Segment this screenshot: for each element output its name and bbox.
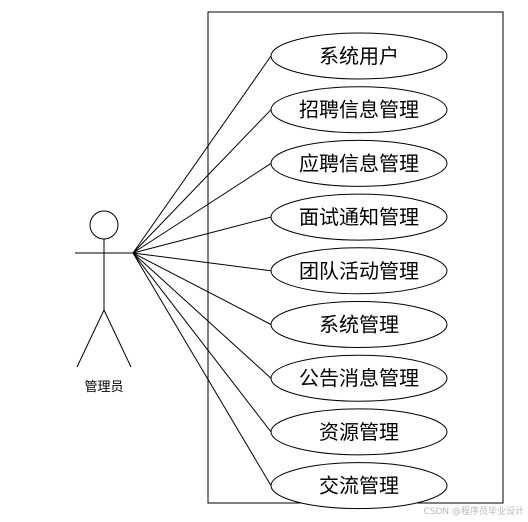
watermark: CSDN @程序员毕业设计 — [423, 505, 524, 517]
use-case-ellipse — [270, 247, 448, 295]
use-case-label: 公告消息管理 — [299, 366, 419, 390]
use-case-ellipse — [270, 301, 448, 348]
use-case-ellipse — [270, 86, 448, 134]
use-case: 应聘信息管理 — [270, 139, 448, 187]
use-case: 面试通知管理 — [270, 193, 448, 241]
actor-right-leg — [103, 309, 132, 368]
association-lines — [132, 55, 272, 486]
actor-left-leg — [76, 309, 105, 368]
association-line — [132, 252, 272, 272]
use-case: 系统用户 — [270, 32, 448, 80]
use-case-ellipse — [270, 408, 448, 456]
association-line — [132, 252, 272, 433]
use-case-label: 系统用户 — [319, 44, 399, 68]
actor-head — [89, 210, 119, 240]
use-case: 团队活动管理 — [270, 247, 448, 295]
association-line — [132, 162, 272, 254]
association-line — [132, 55, 272, 254]
use-case-ellipse — [270, 193, 448, 241]
use-case: 招聘信息管理 — [270, 86, 448, 134]
association-line — [132, 109, 272, 254]
use-case-ellipse — [270, 462, 448, 510]
association-line — [132, 216, 272, 254]
use-case-label: 交流管理 — [319, 474, 399, 498]
use-case-group: 系统用户招聘信息管理应聘信息管理面试通知管理团队活动管理系统管理公告消息管理资源… — [270, 32, 448, 510]
use-case: 资源管理 — [270, 408, 448, 456]
association-line — [132, 252, 272, 379]
use-case-label: 招聘信息管理 — [299, 98, 419, 122]
association-line — [132, 252, 272, 486]
use-case-label: 系统管理 — [319, 313, 399, 337]
use-case: 公告消息管理 — [270, 354, 448, 402]
use-case-label: 应聘信息管理 — [299, 151, 419, 175]
use-case: 交流管理 — [270, 462, 448, 510]
actor-figure — [75, 210, 133, 368]
association-line — [132, 252, 272, 325]
use-case-ellipse — [270, 139, 448, 187]
use-case-ellipse — [270, 354, 448, 402]
use-case-label: 资源管理 — [319, 420, 399, 444]
actor-label: 管理员 — [84, 380, 123, 395]
use-case: 系统管理 — [270, 301, 448, 348]
use-case-label: 团队活动管理 — [299, 259, 419, 283]
use-case-label: 面试通知管理 — [299, 205, 419, 229]
use-case-ellipse — [270, 32, 448, 80]
